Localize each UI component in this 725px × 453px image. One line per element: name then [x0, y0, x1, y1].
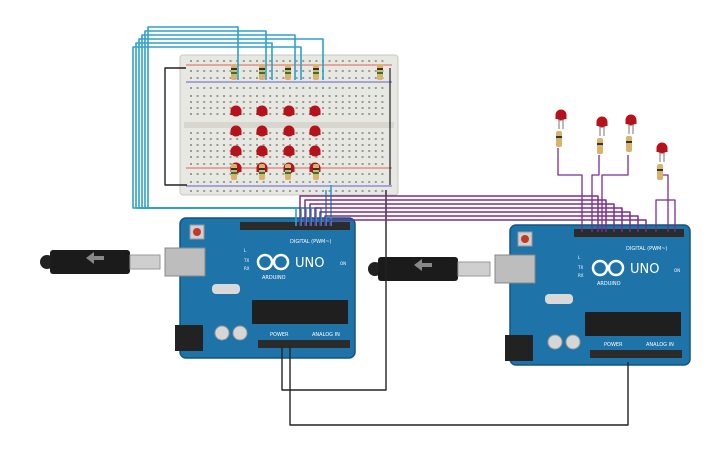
led-icon[interactable]	[596, 116, 608, 137]
board-brand: ARDUINO	[262, 275, 286, 281]
reset-button[interactable]	[521, 235, 529, 243]
wire[interactable]	[289, 346, 629, 426]
tx-label: TX	[243, 258, 249, 263]
resistor-icon[interactable]	[657, 164, 663, 180]
analog-label: ANALOG IN	[312, 332, 340, 338]
resistor-icon[interactable]	[626, 136, 632, 152]
breadboard-resistors	[231, 64, 383, 180]
wire[interactable]	[601, 155, 629, 232]
power-label: POWER	[604, 342, 623, 348]
wires	[132, 26, 676, 426]
wire[interactable]	[319, 211, 631, 232]
wire[interactable]	[658, 174, 669, 232]
analog-label: ANALOG IN	[646, 342, 674, 348]
resistor-icon[interactable]	[231, 164, 237, 180]
wire[interactable]	[147, 26, 297, 226]
resistor-icon[interactable]	[285, 64, 291, 80]
wire[interactable]	[281, 190, 387, 391]
resistor-icon[interactable]	[377, 64, 383, 80]
arduino-logo-icon	[591, 259, 625, 277]
board-brand: ARDUINO	[597, 281, 621, 287]
board-name: UNO	[630, 262, 659, 277]
led-icon[interactable]	[656, 142, 668, 163]
wire[interactable]	[557, 148, 583, 232]
led-icon[interactable]	[230, 145, 242, 157]
wire[interactable]	[591, 155, 600, 232]
power-label: POWER	[270, 332, 289, 338]
led-icon[interactable]	[309, 125, 321, 137]
led-icon[interactable]	[256, 125, 268, 137]
led-icon[interactable]	[230, 125, 242, 137]
digital-label: DIGITAL (PWM~)	[290, 239, 332, 245]
led-icon[interactable]	[283, 105, 295, 117]
on-label: ON	[340, 261, 346, 266]
arduino-board-right[interactable]: UNO ARDUINO DIGITAL (PWM~) POWER ANALOG …	[494, 224, 691, 366]
wire[interactable]	[299, 195, 599, 232]
resistor-icon[interactable]	[313, 64, 319, 80]
wire[interactable]	[132, 46, 322, 226]
wire[interactable]	[655, 199, 676, 232]
wire[interactable]	[329, 219, 647, 232]
led-icon[interactable]	[625, 114, 637, 135]
digital-label: DIGITAL (PWM~)	[626, 246, 668, 252]
resistor-icon[interactable]	[259, 164, 265, 180]
microcontroller-chip	[252, 300, 348, 324]
usb-cable-icon[interactable]	[368, 257, 491, 281]
l-label: L	[578, 255, 581, 260]
usb-cable-icon[interactable]	[40, 250, 161, 274]
arduino-logo-icon	[256, 253, 290, 271]
resistor-icon[interactable]	[313, 164, 319, 180]
led-icon[interactable]	[230, 105, 242, 117]
led-icon[interactable]	[256, 145, 268, 157]
resistor-icon[interactable]	[597, 138, 603, 154]
wire[interactable]	[324, 215, 639, 232]
wire[interactable]	[141, 34, 307, 226]
wire[interactable]	[135, 42, 317, 226]
resistor-icon[interactable]	[556, 131, 562, 147]
breadboard[interactable]	[179, 54, 399, 196]
resistor-icon[interactable]	[231, 64, 237, 80]
resistor-icon[interactable]	[285, 164, 291, 180]
rx-label: RX	[244, 266, 250, 271]
led-icon[interactable]	[309, 105, 321, 117]
led-icon[interactable]	[283, 145, 295, 157]
on-label: ON	[674, 268, 680, 273]
rx-label: RX	[578, 273, 584, 278]
reset-button[interactable]	[193, 228, 201, 236]
wire[interactable]	[309, 203, 615, 232]
arduino-board-left[interactable]: UNO ARDUINO DIGITAL (PWM~) POWER ANALOG …	[164, 217, 356, 359]
led-icon[interactable]	[555, 109, 567, 130]
board-name: UNO	[295, 256, 324, 271]
resistor-icon[interactable]	[259, 64, 265, 80]
standalone-leds	[555, 109, 668, 180]
wire[interactable]	[164, 67, 187, 186]
wire[interactable]	[138, 38, 324, 226]
tx-label: TX	[577, 265, 583, 270]
led-icon[interactable]	[283, 125, 295, 137]
led-icon[interactable]	[256, 105, 268, 117]
l-label: L	[244, 248, 247, 253]
led-icon[interactable]	[309, 145, 321, 157]
microcontroller-chip	[585, 312, 681, 336]
